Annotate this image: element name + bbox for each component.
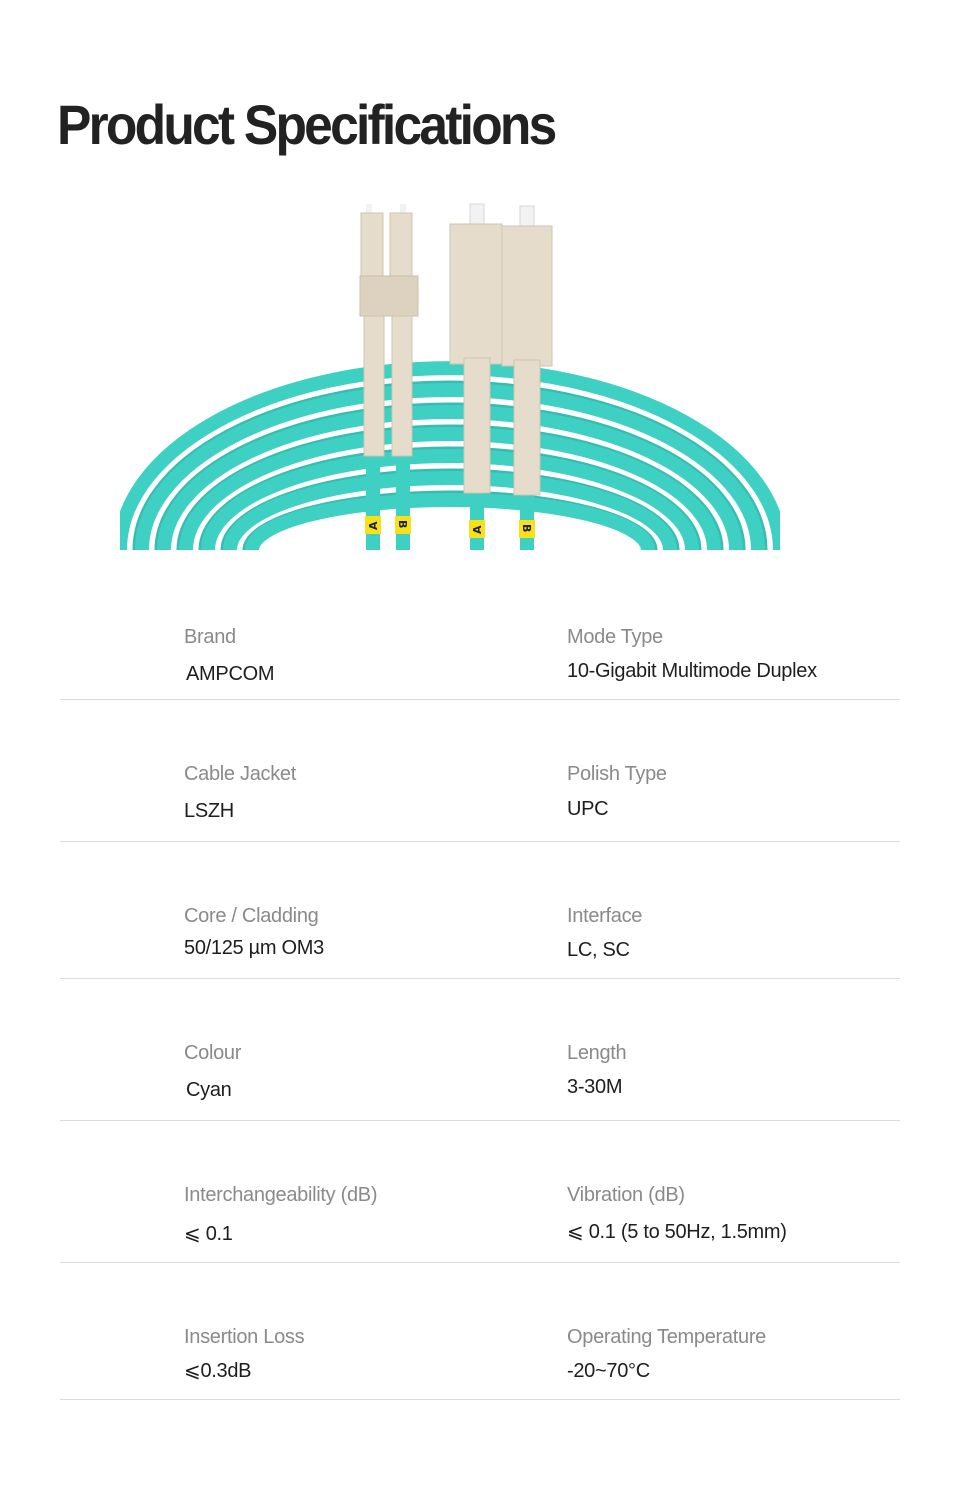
spec-value: LC, SC bbox=[567, 939, 630, 961]
spec-label: Interface bbox=[567, 905, 643, 927]
spec-label: Interchangeability (dB) bbox=[184, 1184, 378, 1206]
spec-row: Cable Jacket LSZH Polish Type UPC bbox=[60, 763, 900, 842]
spec-value: ⩽ 0.1 bbox=[184, 1223, 233, 1245]
spec-interface: Interface LC, SC bbox=[567, 905, 642, 962]
spec-value: UPC bbox=[567, 798, 609, 820]
fiber-cable-illustration: A B A B bbox=[120, 203, 780, 550]
spec-label: Brand bbox=[184, 626, 236, 648]
svg-text:B: B bbox=[396, 520, 409, 528]
spec-cable-jacket: Cable Jacket LSZH bbox=[184, 763, 296, 823]
spec-row: Brand AMPCOM Mode Type 10-Gigabit Multim… bbox=[60, 626, 900, 700]
spec-row: Interchangeability (dB) ⩽ 0.1 Vibration … bbox=[60, 1184, 900, 1263]
spec-operating-temperature: Operating Temperature -20~70°C bbox=[567, 1326, 766, 1383]
spec-value: 50/125 µm OM3 bbox=[184, 937, 324, 959]
spec-label: Mode Type bbox=[567, 626, 663, 648]
spec-row: Colour Cyan Length 3-30M bbox=[60, 1042, 900, 1121]
spec-brand: Brand AMPCOM bbox=[184, 626, 275, 686]
svg-text:A: A bbox=[367, 521, 380, 530]
spec-value: -20~70°C bbox=[567, 1360, 650, 1382]
svg-text:A: A bbox=[471, 525, 484, 534]
spec-value: 10-Gigabit Multimode Duplex bbox=[567, 660, 817, 682]
spec-label: Vibration (dB) bbox=[567, 1184, 685, 1206]
spec-label: Operating Temperature bbox=[567, 1326, 767, 1348]
spec-row: Insertion Loss ⩽0.3dB Operating Temperat… bbox=[60, 1326, 900, 1400]
spec-polish-type: Polish Type UPC bbox=[567, 763, 667, 821]
spec-label: Cable Jacket bbox=[184, 763, 297, 785]
spec-core-cladding: Core / Cladding 50/125 µm OM3 bbox=[184, 905, 324, 960]
spec-value: LSZH bbox=[184, 800, 234, 822]
spec-colour: Colour Cyan bbox=[184, 1042, 241, 1102]
spec-vibration: Vibration (dB) ⩽ 0.1 (5 to 50Hz, 1.5mm) bbox=[567, 1184, 787, 1244]
spec-label: Core / Cladding bbox=[184, 905, 319, 927]
spec-label: Polish Type bbox=[567, 763, 667, 785]
spec-mode-type: Mode Type 10-Gigabit Multimode Duplex bbox=[567, 626, 817, 683]
svg-text:B: B bbox=[520, 524, 533, 532]
spec-value: ⩽0.3dB bbox=[184, 1360, 252, 1382]
spec-value: 3-30M bbox=[567, 1076, 623, 1098]
product-image: A B A B bbox=[120, 198, 780, 550]
spec-insertion-loss: Insertion Loss ⩽0.3dB bbox=[184, 1326, 305, 1383]
spec-row: Core / Cladding 50/125 µm OM3 Interface … bbox=[60, 905, 900, 979]
spec-label: Length bbox=[567, 1042, 627, 1064]
spec-label: Insertion Loss bbox=[184, 1326, 305, 1348]
spec-value: Cyan bbox=[186, 1079, 232, 1101]
spec-length: Length 3-30M bbox=[567, 1042, 627, 1099]
spec-value: ⩽ 0.1 (5 to 50Hz, 1.5mm) bbox=[567, 1221, 787, 1243]
spec-interchangeability: Interchangeability (dB) ⩽ 0.1 bbox=[184, 1184, 378, 1246]
spec-value: AMPCOM bbox=[186, 663, 275, 685]
spec-label: Colour bbox=[184, 1042, 242, 1064]
page-title: Product Specifications bbox=[57, 93, 557, 156]
